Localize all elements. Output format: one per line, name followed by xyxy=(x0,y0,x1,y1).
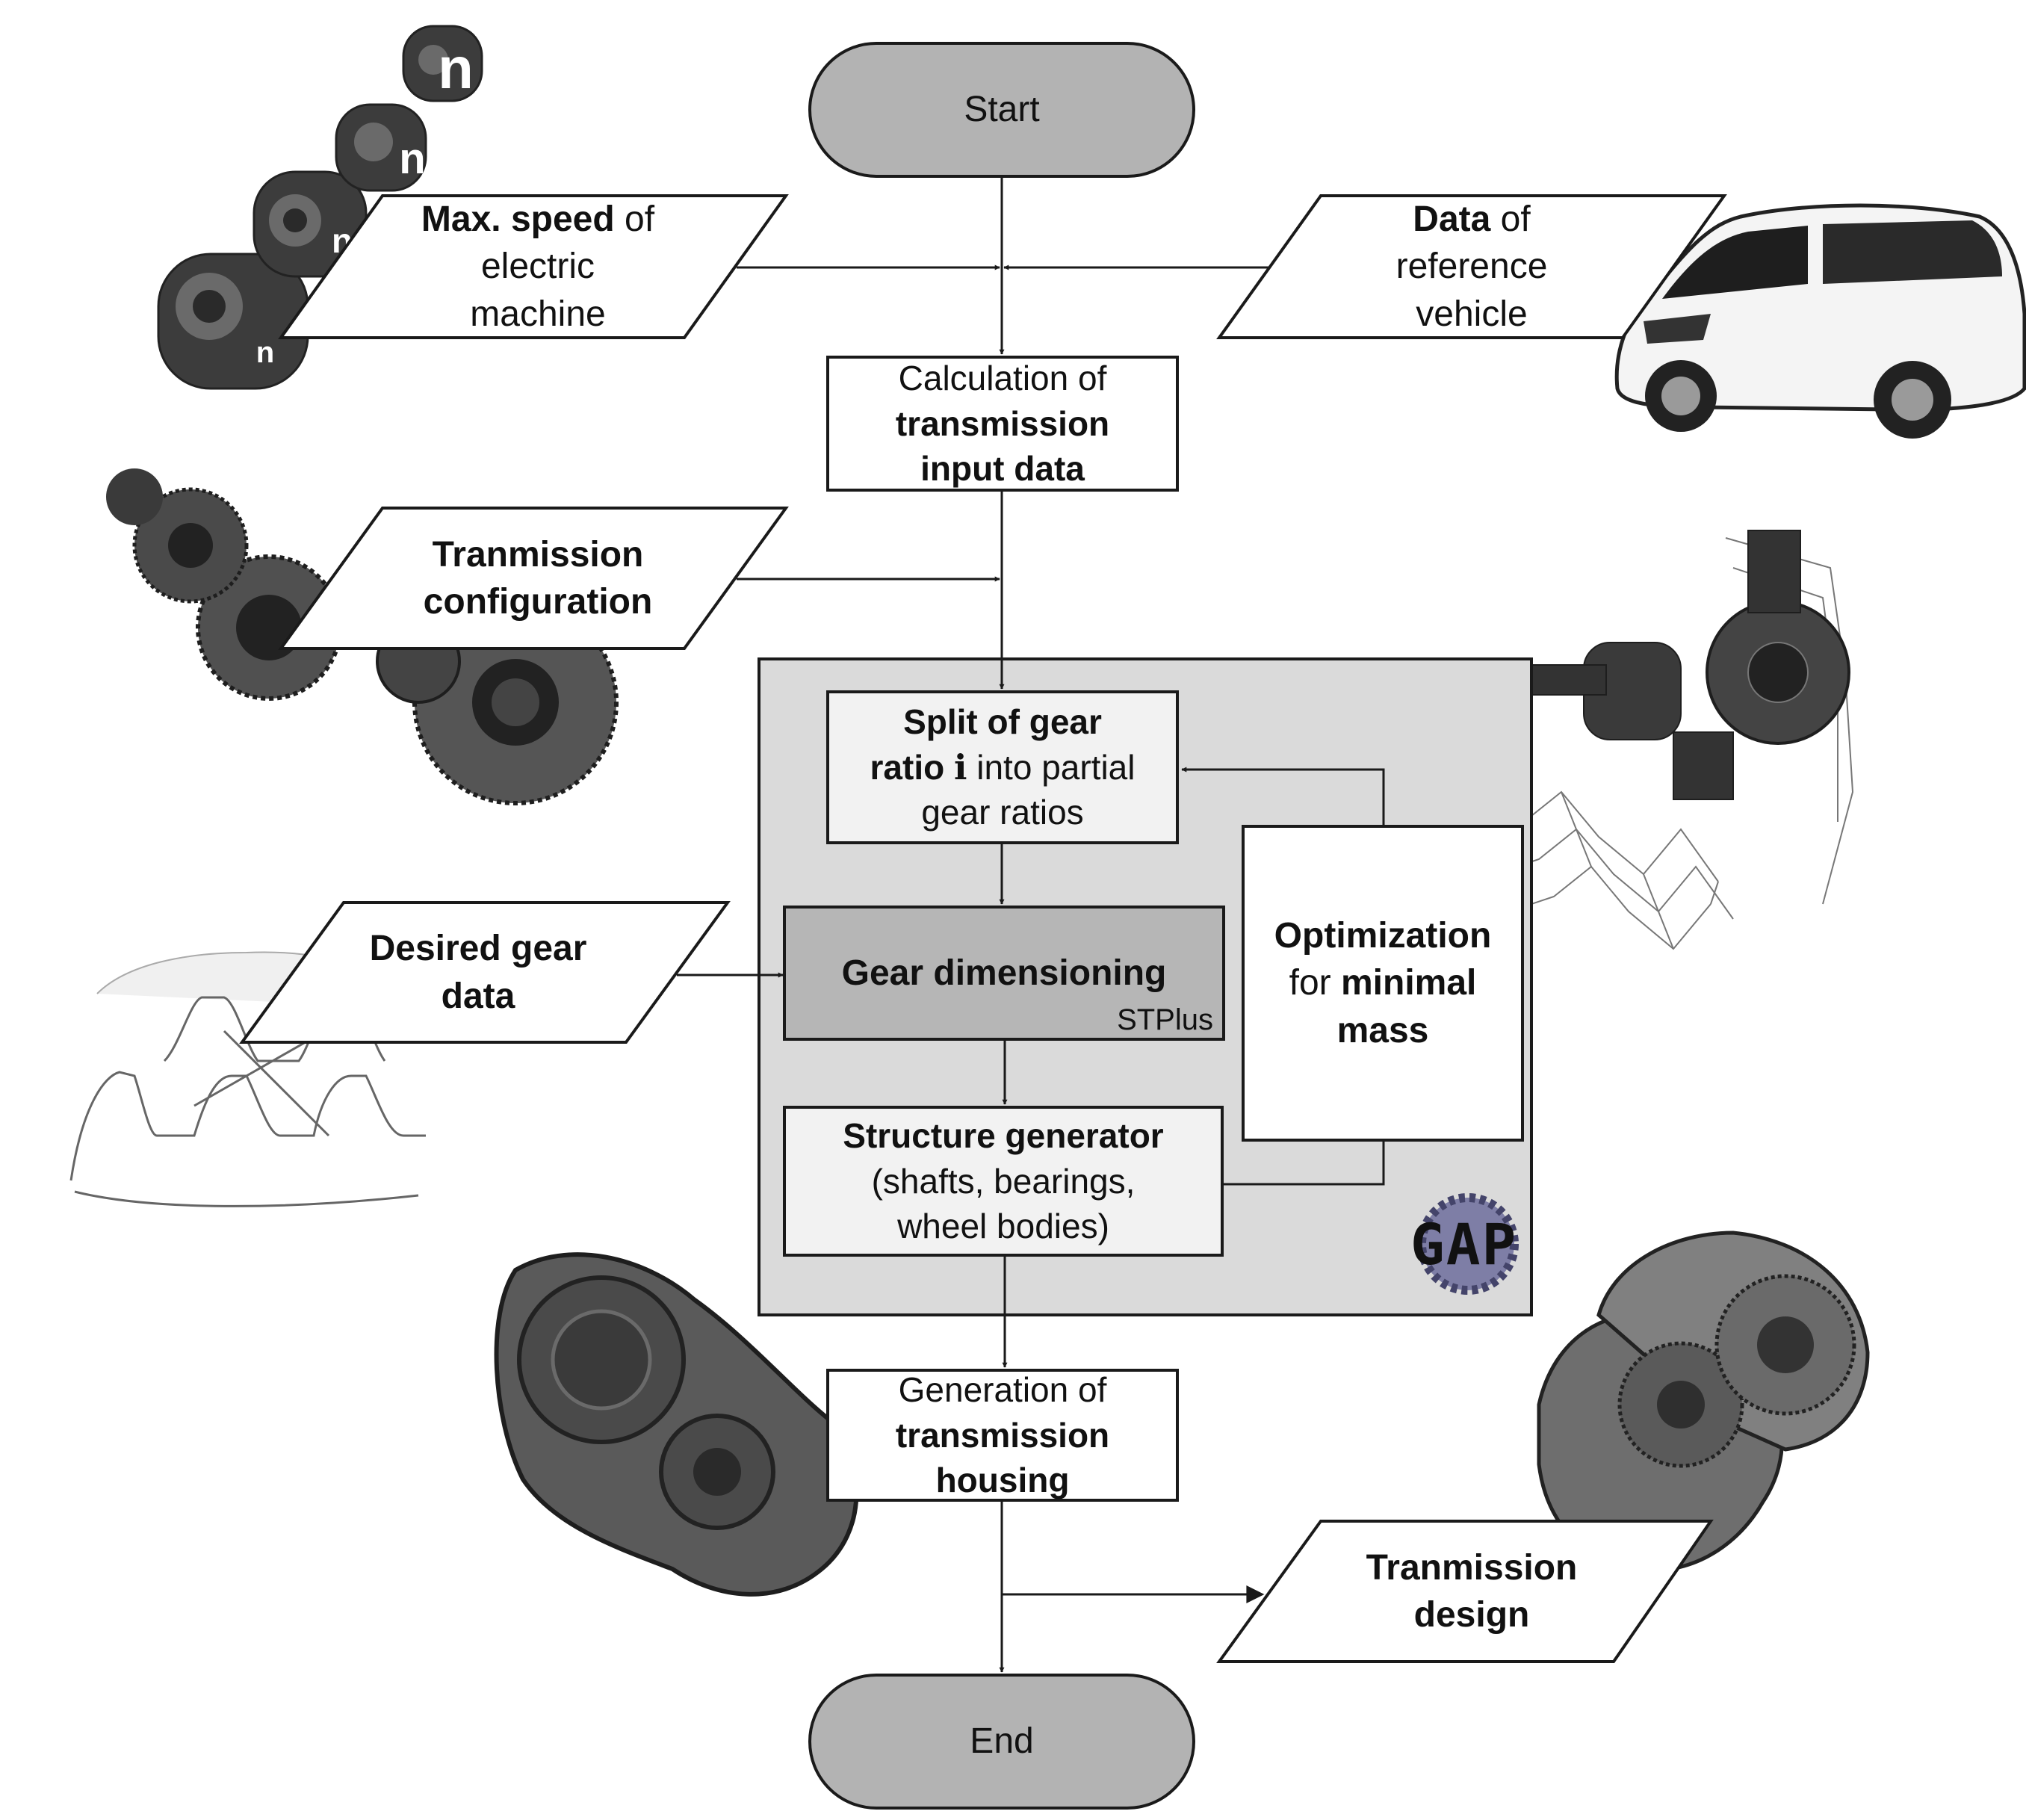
structure-generator-line2: (shafts, bearings, xyxy=(871,1161,1136,1201)
kinematic-model-icon xyxy=(1404,530,1854,950)
structure-generator-line3: wheel bodies) xyxy=(897,1207,1109,1246)
transmission-design-line1: Tranmission xyxy=(1366,1547,1578,1588)
reference-vehicle-line2: reference xyxy=(1395,247,1548,287)
line-structure-to-optimization xyxy=(1224,1142,1385,1186)
split-ratio-line3: gear ratios xyxy=(921,793,1084,832)
end-terminal: End xyxy=(808,1674,1195,1810)
calc-input-line3: input data xyxy=(920,449,1085,489)
calc-input-data-box: Calculation of transmission input data xyxy=(826,356,1179,492)
desired-gear-data-line1: Desired gear xyxy=(369,929,587,969)
optimization-line3: mass xyxy=(1336,1010,1429,1050)
max-speed-rest: of xyxy=(614,199,655,239)
split-ratio-rest2: into partial xyxy=(967,747,1136,787)
optimization-box: Optimization for minimal mass xyxy=(1242,825,1524,1142)
end-label: End xyxy=(970,1721,1034,1762)
gap-gear-icon xyxy=(1417,1193,1519,1295)
motor-label: n xyxy=(256,336,274,369)
transmission-design-output-shape xyxy=(1216,1520,1714,1663)
optimization-bold2: minimal xyxy=(1340,963,1477,1003)
transmission-design-line2: design xyxy=(1413,1595,1530,1635)
transmission-config-input: Tranmission configuration xyxy=(344,508,732,649)
arrow-optimization-to-split xyxy=(1181,767,1385,825)
reference-vehicle-input-shape xyxy=(1216,194,1727,339)
housing-icon xyxy=(494,1252,859,1597)
housing-line1: Generation of xyxy=(898,1369,1107,1409)
structure-generator-line1: Structure generator xyxy=(843,1115,1164,1155)
housing-line3: housing xyxy=(935,1461,1070,1500)
optimization-pre2: for xyxy=(1289,963,1341,1003)
desired-gear-data-input: Desired gear data xyxy=(299,903,657,1042)
desired-gear-data-line2: data xyxy=(441,976,515,1016)
max-speed-input: Max. speed of electric machine xyxy=(351,196,725,338)
start-terminal: Start xyxy=(808,42,1195,178)
split-ratio-line1: Split of gear xyxy=(903,702,1102,741)
structure-generator-box: Structure generator (shafts, bearings, w… xyxy=(783,1106,1224,1257)
max-speed-line3: machine xyxy=(470,294,606,334)
max-speed-input-shape xyxy=(278,194,789,339)
transmission-design-output: Tranmission design xyxy=(1277,1521,1666,1662)
generate-housing-box: Generation of transmission housing xyxy=(826,1369,1179,1502)
housing-line2: transmission xyxy=(895,1415,1110,1455)
gear-dimensioning-label: Gear dimensioning xyxy=(841,953,1167,993)
start-label: Start xyxy=(964,90,1040,130)
motor-label: n xyxy=(399,134,425,183)
max-speed-bold: Max. speed xyxy=(421,199,615,239)
gear-dimensioning-box: Gear dimensioning STPlus xyxy=(783,906,1225,1041)
reference-vehicle-input: Data of reference vehicle xyxy=(1285,196,1658,338)
ratio-symbol: i xyxy=(953,746,967,787)
car-icon xyxy=(1614,203,2026,439)
stplus-tool-label: STPlus xyxy=(1117,1003,1213,1036)
motor-label: n xyxy=(438,35,474,101)
optimization-line1: Optimization xyxy=(1274,915,1492,956)
desired-gear-data-input-shape xyxy=(239,901,731,1044)
transmission-config-line2: configuration xyxy=(423,582,653,622)
split-ratio-bold2: ratio xyxy=(870,747,954,787)
reference-vehicle-bold: Data xyxy=(1413,199,1491,239)
split-gear-ratio-box: Split of gear ratio i into partial gear … xyxy=(826,690,1179,844)
transmission-config-input-shape xyxy=(278,507,789,650)
gearset-icon xyxy=(106,468,619,805)
calc-input-line2: transmission xyxy=(895,403,1110,443)
transmission-config-line1: Tranmission xyxy=(432,534,644,575)
calc-input-line1: Calculation of xyxy=(898,358,1107,397)
reference-vehicle-rest: of xyxy=(1490,199,1531,239)
reference-vehicle-line3: vehicle xyxy=(1416,294,1528,334)
gap-logo: GAP xyxy=(1410,1211,1518,1278)
max-speed-line2: electric xyxy=(480,247,595,287)
